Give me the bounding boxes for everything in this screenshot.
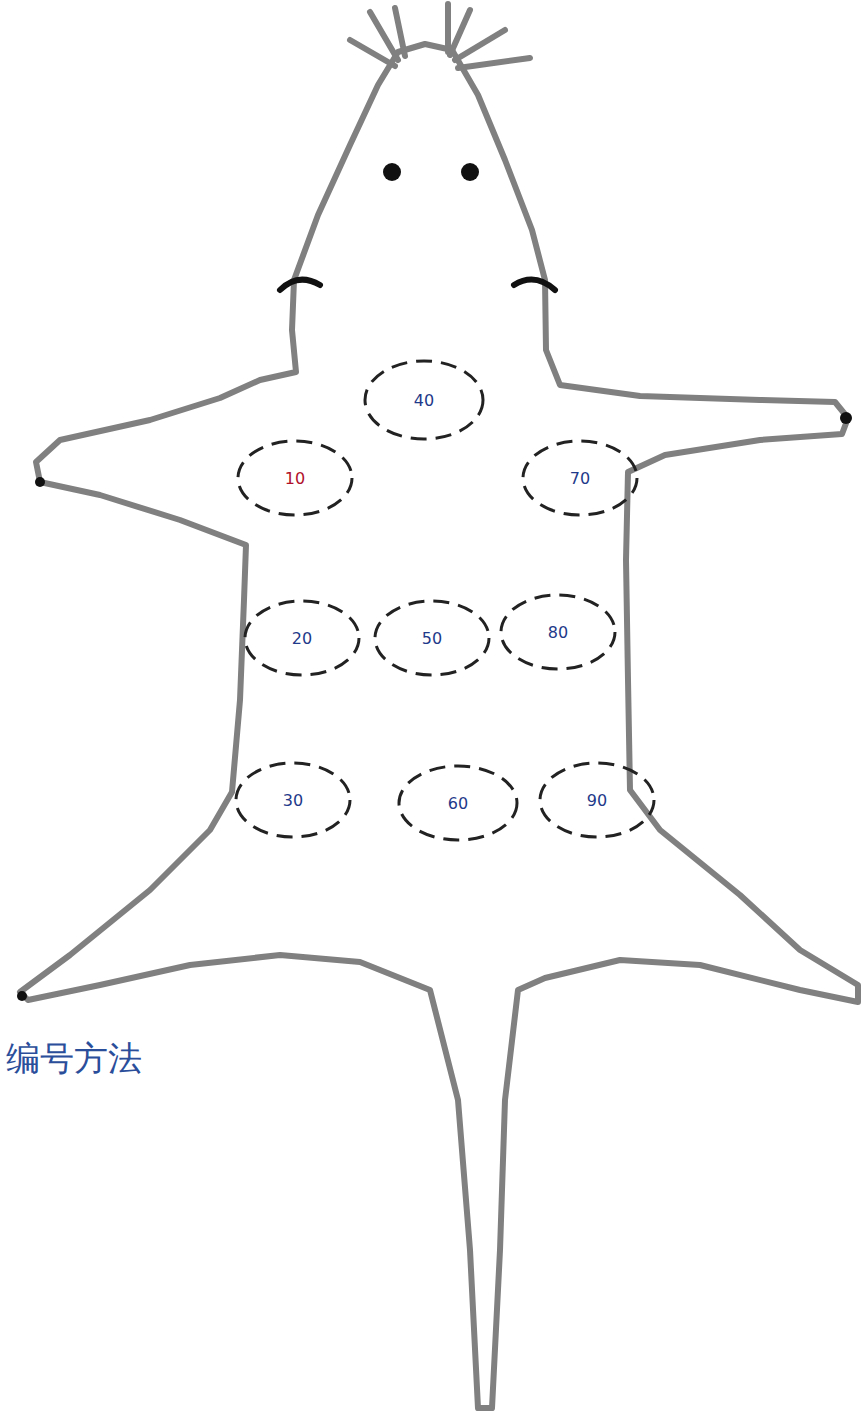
region-number: 10	[285, 469, 305, 488]
dashed-ellipse-outline	[523, 441, 637, 515]
numbered-region: 50	[372, 598, 492, 678]
dashed-ellipse-outline	[238, 441, 352, 515]
region-number: 90	[587, 791, 607, 810]
numbered-region: 90	[537, 760, 657, 840]
region-number: 60	[448, 794, 468, 813]
region-number: 50	[422, 629, 442, 648]
region-number: 80	[548, 623, 568, 642]
dashed-ellipse-outline	[540, 763, 654, 837]
dashed-ellipse-outline	[375, 601, 489, 675]
eye	[383, 163, 401, 181]
dashed-ellipse-outline	[245, 601, 359, 675]
paw-tip	[35, 477, 45, 487]
numbered-region: 40	[362, 358, 486, 442]
ear	[280, 280, 320, 290]
numbered-region: 70	[520, 438, 640, 518]
numbered-region: 60	[396, 763, 520, 843]
eye	[461, 163, 479, 181]
dashed-ellipse-outline	[236, 763, 350, 837]
numbered-region: 80	[498, 592, 618, 672]
whisker	[455, 30, 505, 60]
numbered-region: 10	[235, 438, 355, 518]
region-number: 40	[414, 391, 434, 410]
region-number: 20	[292, 629, 312, 648]
whisker	[458, 58, 530, 68]
numbered-region: 20	[242, 598, 362, 678]
whisker	[445, 4, 451, 52]
region-number: 30	[283, 791, 303, 810]
paw-tip	[17, 991, 27, 1001]
whisker	[350, 40, 395, 66]
numbered-region: 30	[233, 760, 353, 840]
whisker	[395, 8, 405, 56]
ear	[514, 280, 555, 290]
region-number: 70	[570, 469, 590, 488]
paw-tip	[840, 412, 852, 424]
caption: 编号方法	[6, 1036, 142, 1082]
whisker	[450, 10, 470, 55]
dashed-ellipse-outline	[365, 361, 483, 439]
dashed-ellipse-outline	[501, 595, 615, 669]
rat-outline	[20, 44, 858, 1408]
dashed-ellipse-outline	[399, 766, 517, 840]
